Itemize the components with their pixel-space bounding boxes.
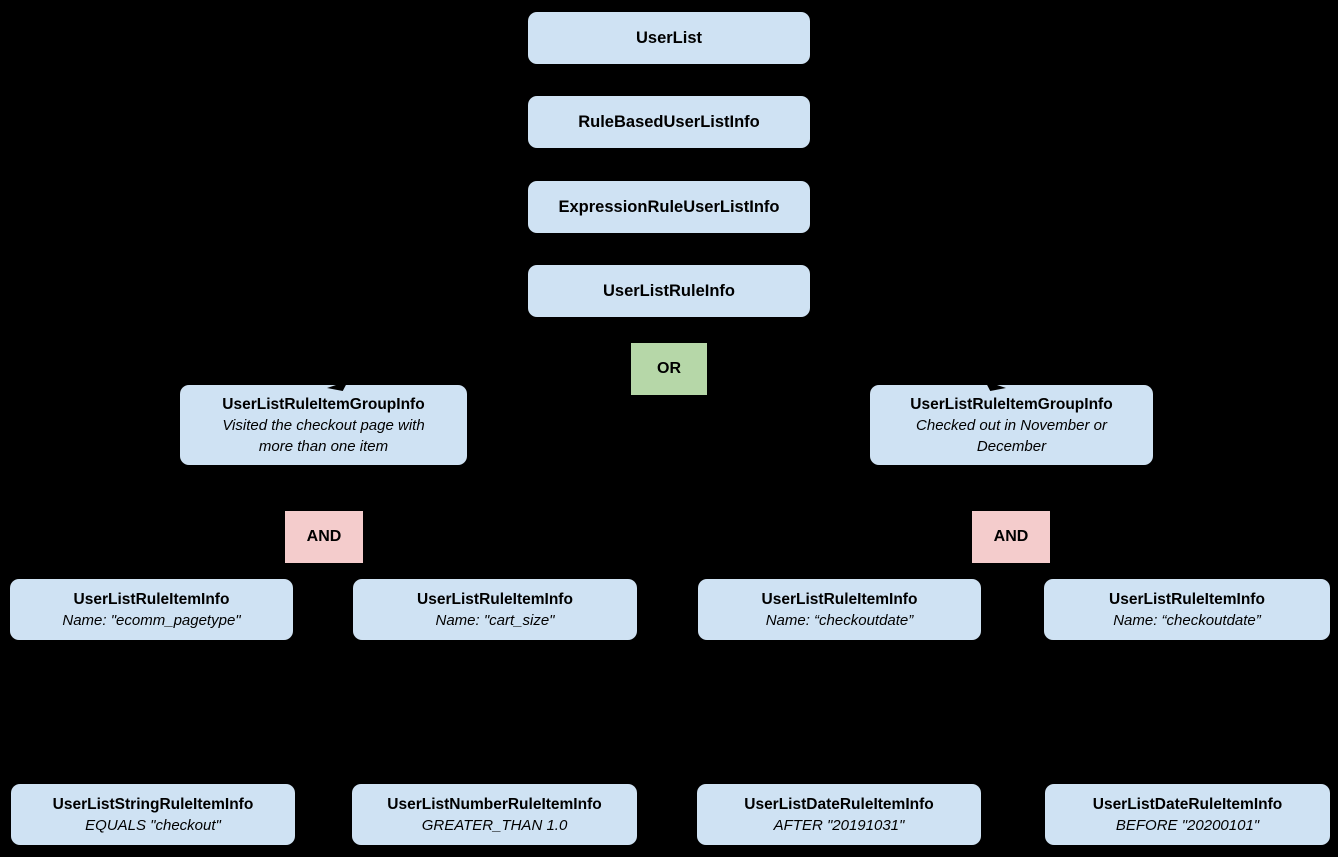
rule-item-3-title: UserListRuleItemInfo xyxy=(761,590,918,608)
and-operator-box-right: AND xyxy=(972,511,1050,563)
node-number-rule-item: UserListNumberRuleItemInfo GREATER_THAN … xyxy=(352,784,637,845)
node-rule-item-2: UserListRuleItemInfo Name: "cart_size" xyxy=(353,579,637,640)
node-rule-item-group-right: UserListRuleItemGroupInfo Checked out in… xyxy=(870,385,1153,465)
node-rule-item-4: UserListRuleItemInfo Name: “checkoutdate… xyxy=(1044,579,1330,640)
node-expressionruleuserlistinfo: ExpressionRuleUserListInfo xyxy=(528,181,810,233)
node-rule-item-3: UserListRuleItemInfo Name: “checkoutdate… xyxy=(698,579,981,640)
node-rulebaseduserlistinfo: RuleBasedUserListInfo xyxy=(528,96,810,148)
rule-item-4-title: UserListRuleItemInfo xyxy=(1109,590,1265,608)
rule-item-4-name: Name: “checkoutdate” xyxy=(1113,611,1261,629)
group-left-title: UserListRuleItemGroupInfo xyxy=(222,395,425,413)
node-date-rule-item-2: UserListDateRuleItemInfo BEFORE "2020010… xyxy=(1045,784,1330,845)
number-rule-item-operator: GREATER_THAN 1.0 xyxy=(421,816,568,834)
group-left-description: Visited the checkout page with more than… xyxy=(222,416,425,455)
rule-item-1-name: Name: "ecomm_pagetype" xyxy=(62,611,241,629)
rule-item-1-title: UserListRuleItemInfo xyxy=(73,590,230,608)
rule-item-2-name: Name: "cart_size" xyxy=(435,611,555,629)
node-rulebaseduserlistinfo-label: RuleBasedUserListInfo xyxy=(578,112,760,131)
and-operator-left-label: AND xyxy=(306,528,342,545)
rule-item-3-name: Name: “checkoutdate” xyxy=(765,611,914,629)
node-userlist: UserList xyxy=(528,12,810,64)
node-date-rule-item-1: UserListDateRuleItemInfo AFTER "20191031… xyxy=(697,784,981,845)
string-rule-item-title: UserListStringRuleItemInfo xyxy=(52,795,254,813)
node-expressionruleuserlistinfo-label: ExpressionRuleUserListInfo xyxy=(558,197,780,216)
arrowhead-icon xyxy=(985,381,1006,391)
node-userlist-label: UserList xyxy=(635,28,703,47)
number-rule-item-title: UserListNumberRuleItemInfo xyxy=(387,795,602,813)
node-rule-item-1: UserListRuleItemInfo Name: "ecomm_pagety… xyxy=(10,579,293,640)
or-operator-box: OR xyxy=(631,343,707,395)
string-rule-item-operator: EQUALS "checkout" xyxy=(85,816,221,834)
node-userlistruleinfo: UserListRuleInfo xyxy=(528,265,810,317)
group-right-title: UserListRuleItemGroupInfo xyxy=(910,395,1113,413)
date-rule-item-1-title: UserListDateRuleItemInfo xyxy=(744,795,934,813)
date-rule-item-1-operator: AFTER "20191031" xyxy=(773,816,905,834)
or-operator-label: OR xyxy=(657,360,681,377)
rule-item-2-title: UserListRuleItemInfo xyxy=(417,590,573,608)
node-string-rule-item: UserListStringRuleItemInfo EQUALS "check… xyxy=(11,784,295,845)
and-operator-box-left: AND xyxy=(285,511,363,563)
node-rule-item-group-left: UserListRuleItemGroupInfo Visited the ch… xyxy=(180,385,467,465)
node-userlistruleinfo-label: UserListRuleInfo xyxy=(602,281,736,300)
date-rule-item-2-operator: BEFORE "20200101" xyxy=(1115,816,1260,834)
group-right-description: Checked out in November or December xyxy=(916,416,1107,455)
arrowhead-icon xyxy=(327,381,348,391)
date-rule-item-2-title: UserListDateRuleItemInfo xyxy=(1092,795,1283,813)
and-operator-right-label: AND xyxy=(993,528,1029,545)
